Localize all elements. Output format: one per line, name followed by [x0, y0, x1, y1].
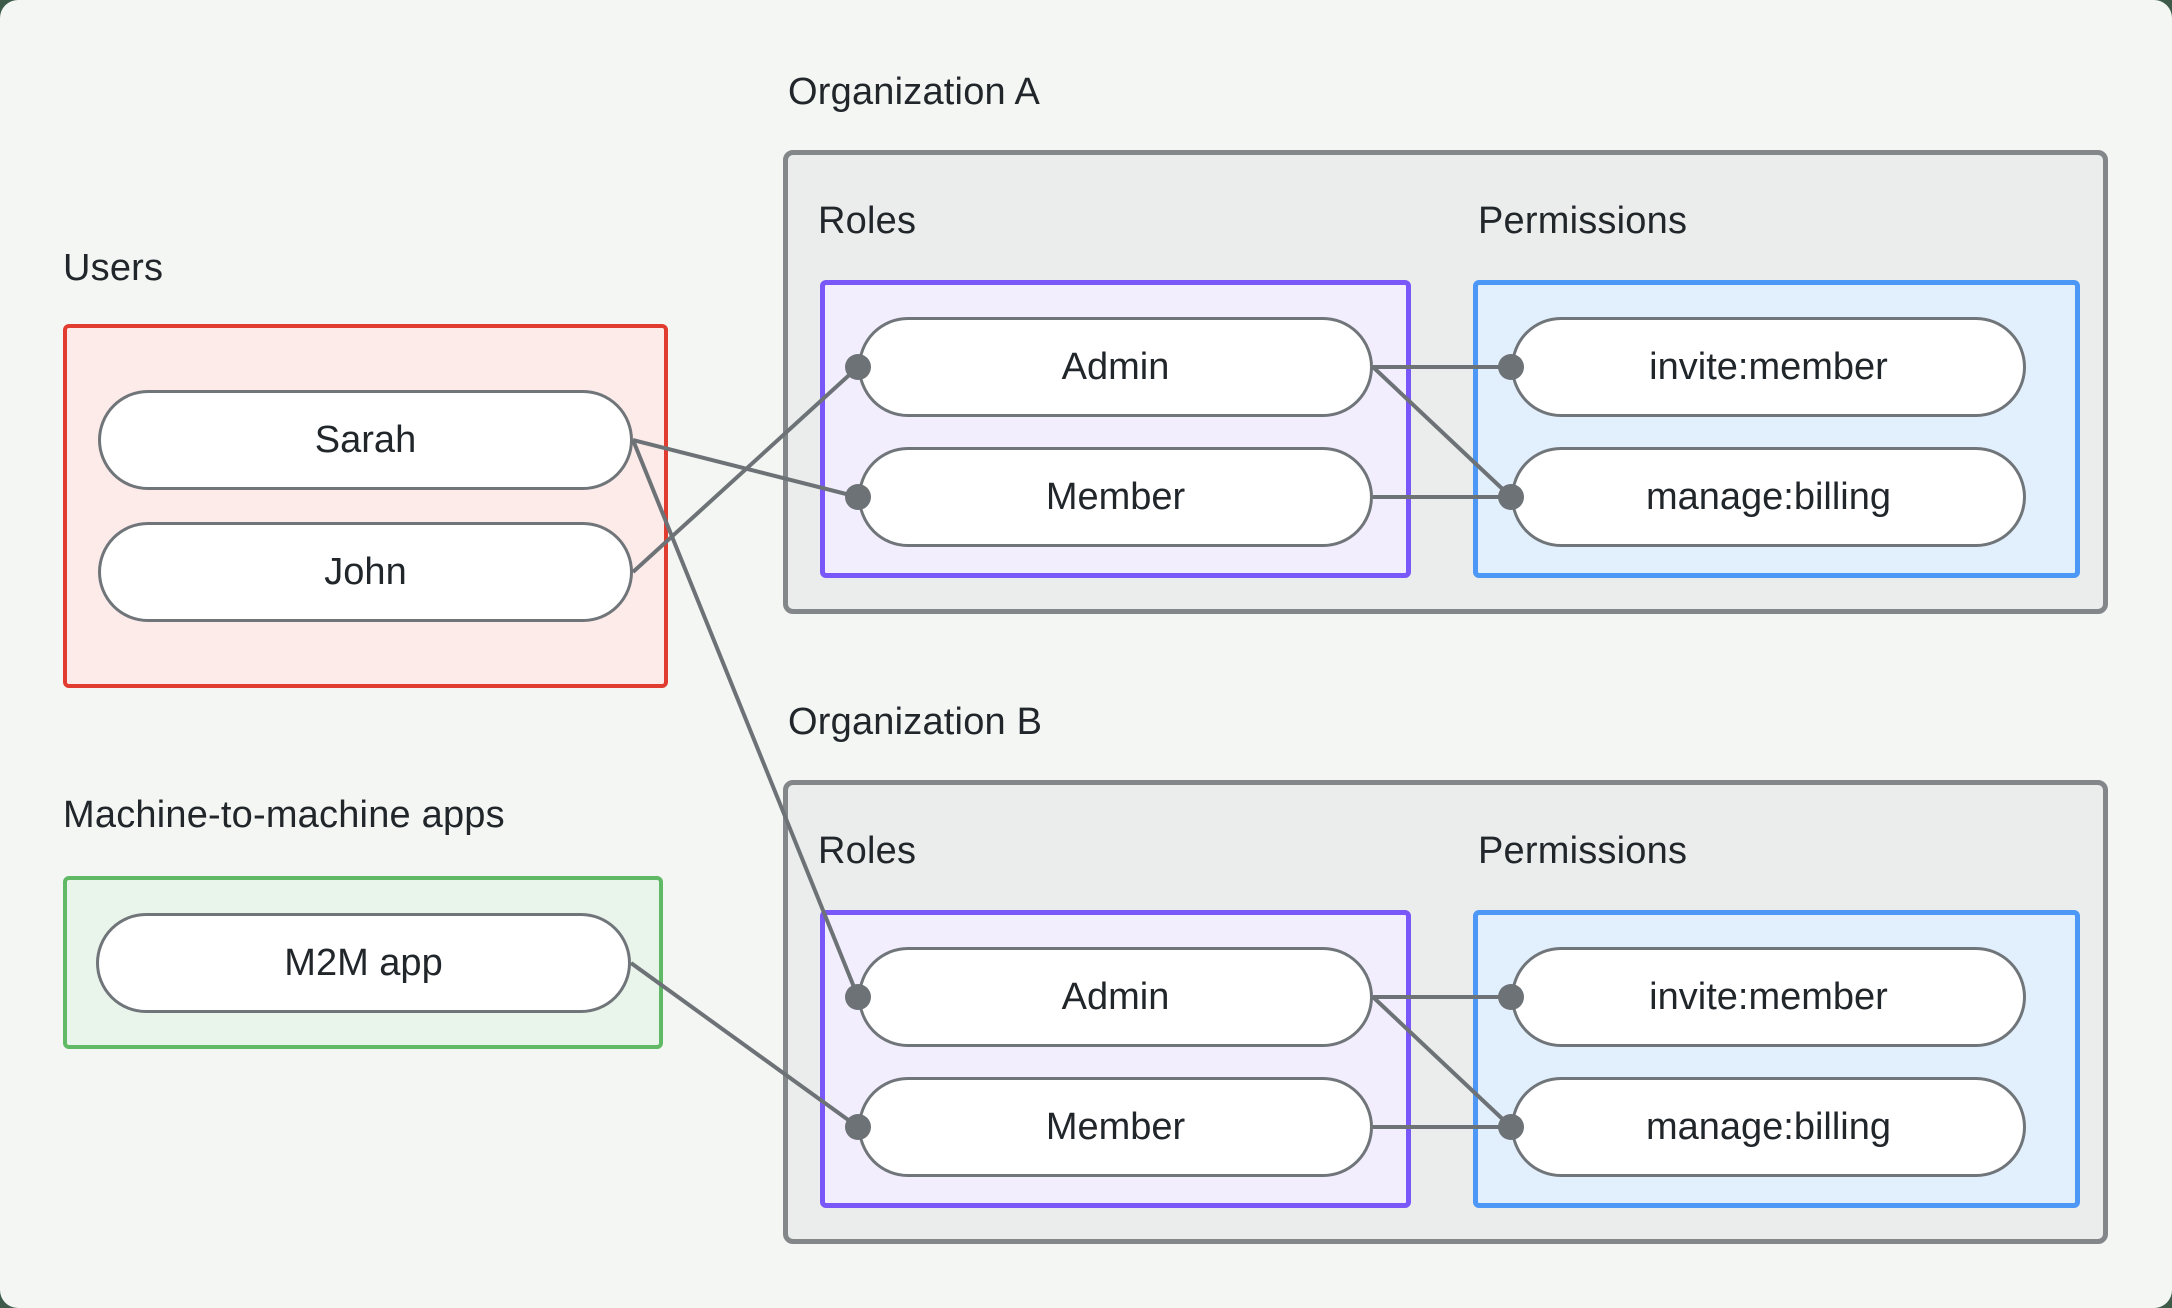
- org-b-role-pill-member: Member: [858, 1077, 1373, 1177]
- org-a-role-pill-member: Member: [858, 447, 1373, 547]
- org-a-roles-box: Admin Member: [820, 280, 1411, 578]
- users-group-label: Users: [63, 247, 164, 289]
- m2m-group-label: Machine-to-machine apps: [63, 794, 505, 836]
- users-box: Sarah John: [63, 324, 668, 688]
- org-b-permissions-label: Permissions: [1478, 830, 1688, 872]
- org-b-perm-pill-invite-member: invite:member: [1511, 947, 2026, 1047]
- org-b-roles-box: Admin Member: [820, 910, 1411, 1208]
- user-pill-sarah: Sarah: [98, 390, 633, 490]
- org-a-permissions-label: Permissions: [1478, 200, 1688, 242]
- m2m-pill-app: M2M app: [96, 913, 631, 1013]
- org-a-box: Roles Permissions Admin Member invite:me…: [783, 150, 2108, 614]
- user-pill-john: John: [98, 522, 633, 622]
- org-a-permissions-box: invite:member manage:billing: [1473, 280, 2080, 578]
- org-b-role-pill-admin: Admin: [858, 947, 1373, 1047]
- m2m-box: M2M app: [63, 876, 663, 1049]
- org-b-title: Organization B: [788, 701, 1043, 743]
- org-a-title: Organization A: [788, 71, 1041, 113]
- org-b-roles-label: Roles: [818, 830, 917, 872]
- org-b-box: Roles Permissions Admin Member invite:me…: [783, 780, 2108, 1244]
- org-a-perm-pill-invite-member: invite:member: [1511, 317, 2026, 417]
- org-b-permissions-box: invite:member manage:billing: [1473, 910, 2080, 1208]
- org-b-perm-pill-manage-billing: manage:billing: [1511, 1077, 2026, 1177]
- org-a-perm-pill-manage-billing: manage:billing: [1511, 447, 2026, 547]
- org-a-role-pill-admin: Admin: [858, 317, 1373, 417]
- org-a-roles-label: Roles: [818, 200, 917, 242]
